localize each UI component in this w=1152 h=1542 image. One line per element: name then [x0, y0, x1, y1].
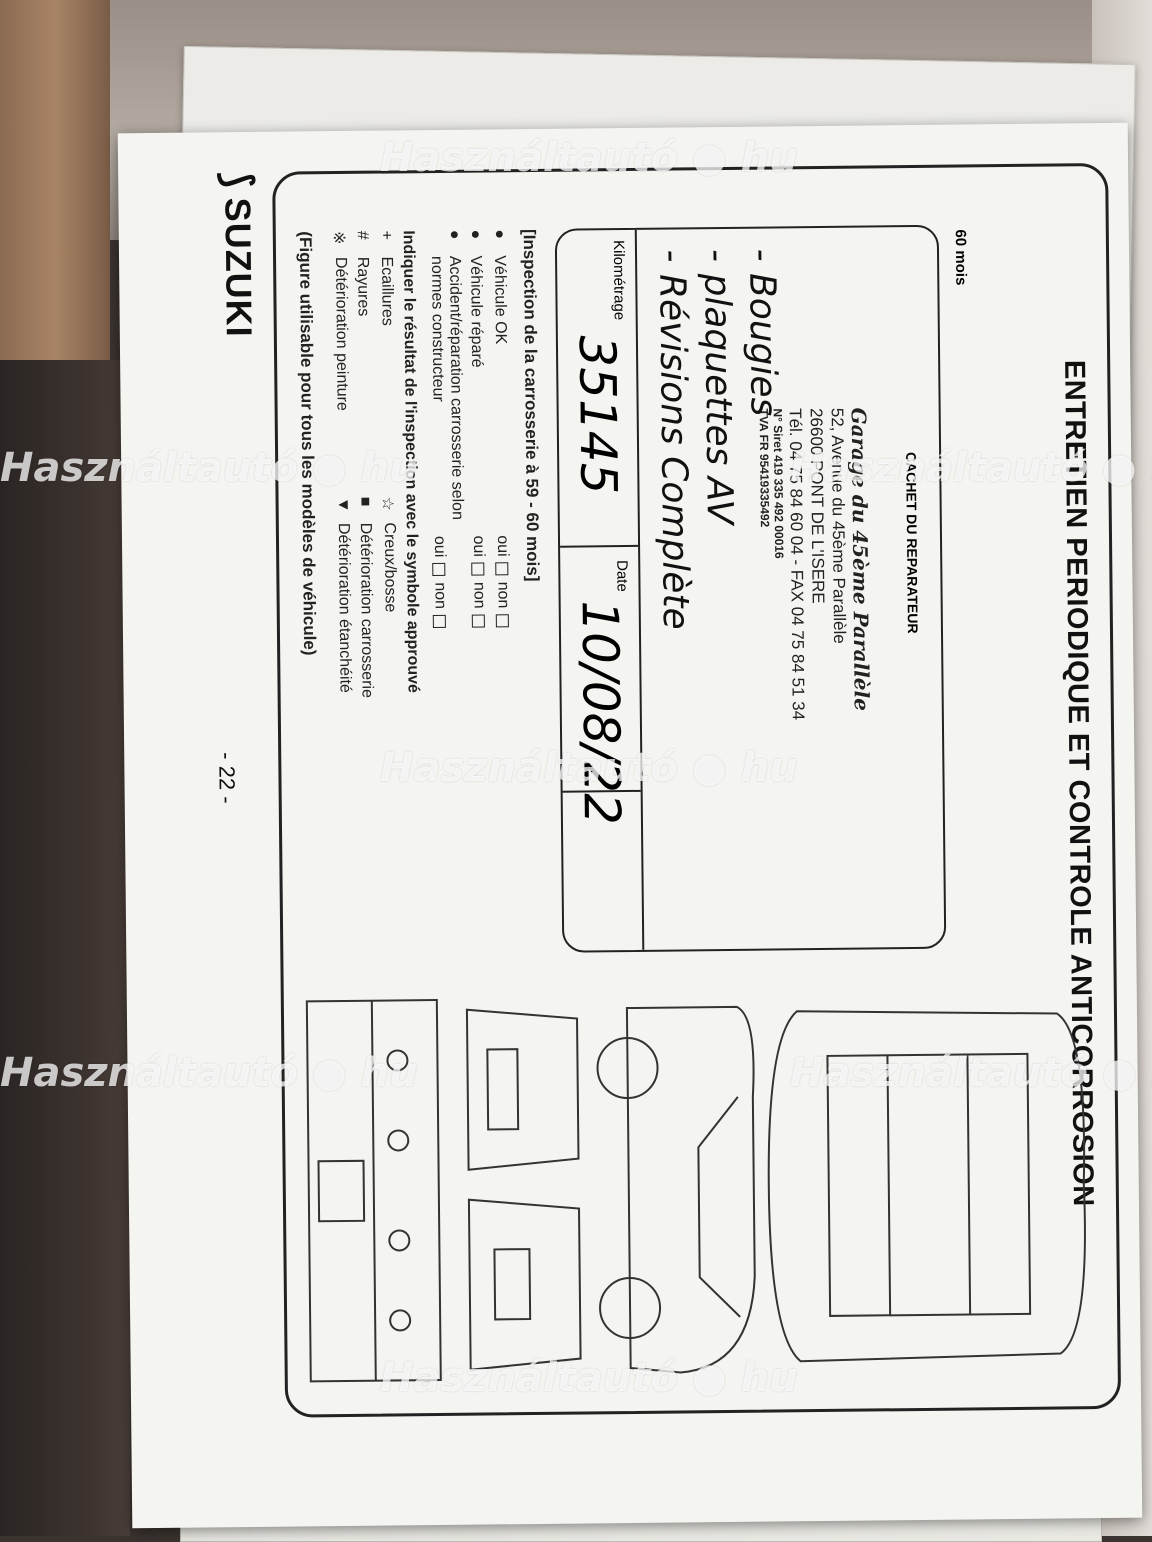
no-checkbox[interactable] — [433, 614, 447, 629]
legend-symbol: + — [377, 230, 395, 240]
car-underbody-view — [305, 999, 442, 1383]
background-cloth — [0, 360, 130, 1536]
no-label: non — [494, 581, 512, 609]
yes-checkbox[interactable] — [432, 563, 446, 577]
watermark: Használtautó ● hu — [0, 1050, 418, 1096]
brand-name: SUZUKI — [217, 197, 260, 338]
page-content: ENTRETIEN PERIODIQUE ET CONTROLE ANTICOR… — [168, 123, 1142, 1463]
legend-symbol: # — [353, 230, 371, 240]
mileage-label: Kilométrage — [609, 240, 628, 321]
legend-label: Détérioration étanchéité — [334, 522, 354, 693]
legend-symbol: ■ — [356, 496, 374, 507]
watermark: Használtautó ● hu — [380, 135, 798, 181]
no-checkbox[interactable] — [496, 614, 510, 628]
inspection-section: [Inspection de la carrosserie à 59 - 60 … — [295, 229, 546, 932]
item-label: Accident/réparation carrosserie selon no… — [428, 255, 466, 521]
handwritten-line-1: - Bougies — [740, 248, 784, 417]
inspection-item: ● Accident/réparation carrosserie selon … — [421, 230, 470, 930]
no-label: non — [431, 582, 449, 610]
brand-logo: ⟆ SUZUKI — [215, 171, 260, 338]
car-front-view — [465, 1008, 580, 1171]
watermark: Használtautó ● hu — [0, 445, 418, 491]
watermark: Használtautó ● hu — [790, 1050, 1152, 1096]
bullet-icon: ● — [466, 229, 484, 240]
no-label: non — [470, 581, 488, 609]
legend-label: Creux/bosse — [380, 522, 399, 613]
page-number: - 22 - — [214, 752, 240, 804]
suzuki-s-icon: ⟆ — [215, 171, 260, 188]
symbol-legend: + Ecaillures ☆ Creux/bosse # Rayures ■ D… — [329, 230, 402, 931]
watermark: Használtautó ● hu — [380, 1355, 798, 1401]
yes-label: oui — [430, 535, 449, 558]
date-label: Date — [613, 559, 631, 592]
mileage-date-row: Kilométrage 35145 Date 10/08/22 — [554, 229, 645, 951]
bullet-icon: ● — [445, 229, 463, 240]
legend-label: Détérioration carrosserie — [356, 522, 376, 699]
legend-symbol: ☆ — [378, 496, 396, 511]
stamp-box: CACHET DU REPARATEUR Garage du 45ème Par… — [554, 224, 947, 953]
bullet-icon: ● — [490, 229, 508, 240]
result-heading: Indiquer le résultat de l'inspection ave… — [399, 230, 422, 693]
car-top-view — [767, 1010, 1086, 1363]
item-label: Véhicule réparé — [467, 255, 486, 368]
watermark: Használtautó ● hu — [790, 445, 1152, 491]
yes-label: oui — [469, 535, 488, 558]
vehicle-diagrams — [305, 999, 1086, 1383]
handwritten-line-3: - Révisions Complète — [650, 249, 696, 630]
mileage-value: 35145 — [567, 335, 628, 495]
booklet-page: ENTRETIEN PERIODIQUE ET CONTROLE ANTICOR… — [117, 122, 1143, 1529]
handwritten-line-2: - plaquettes AV — [695, 248, 740, 525]
item-label: Véhicule OK — [491, 255, 509, 345]
background-wood — [0, 0, 110, 360]
divider — [558, 544, 639, 548]
service-interval: 60 mois — [951, 229, 970, 286]
yes-checkbox[interactable] — [471, 562, 485, 577]
yes-checkbox[interactable] — [495, 562, 509, 576]
no-checkbox[interactable] — [472, 614, 486, 628]
car-rear-view — [467, 1198, 582, 1371]
legend-symbol: ▼ — [334, 496, 352, 513]
watermark: Használtautó ● hu — [380, 745, 798, 791]
legend-symbol: ※ — [329, 230, 347, 245]
yes-label: oui — [493, 535, 512, 557]
car-side-view — [596, 1005, 756, 1374]
